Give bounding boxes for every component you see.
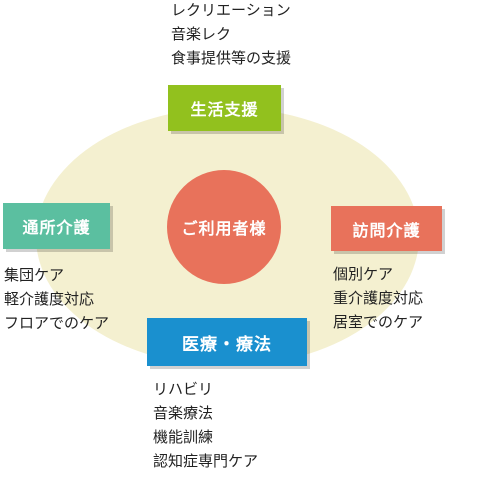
category-label: 訪問介護 [352, 220, 421, 240]
day-care-list: 集団ケア 軽介護度対応 フロアでのケア [4, 263, 109, 335]
list-item: 重介護度対応 [333, 289, 424, 307]
lifestyle-support-list: レクリエーション 音楽レク 食事提供等の支援 [171, 0, 291, 70]
category-box-day-care: 通所介護 [3, 203, 110, 249]
list-item: 音楽レク [171, 25, 232, 43]
list-item: リハビリ [153, 380, 214, 398]
category-label: 医療・療法 [182, 334, 272, 355]
home-care-list: 個別ケア 重介護度対応 居室でのケア [333, 262, 423, 334]
list-item: 認知症専門ケア [153, 452, 259, 470]
category-box-medical-therapy: 医療・療法 [147, 318, 307, 366]
list-item: 音楽療法 [153, 404, 214, 422]
category-box-lifestyle-support: 生活支援 [168, 85, 281, 131]
list-item: 機能訓練 [153, 428, 214, 446]
list-item: 軽介護度対応 [4, 290, 95, 308]
list-item: レクリエーション [171, 1, 291, 19]
list-item: フロアでのケア [4, 314, 110, 332]
list-item: 居室でのケア [333, 313, 424, 331]
category-label: 生活支援 [190, 100, 259, 119]
medical-therapy-list: リハビリ 音楽療法 機能訓練 認知症専門ケア [153, 377, 258, 473]
list-item: 食事提供等の支援 [171, 49, 292, 67]
list-item: 集団ケア [4, 266, 65, 284]
category-box-home-care: 訪問介護 [331, 206, 442, 251]
list-item: 個別ケア [333, 265, 394, 283]
category-label: 通所介護 [22, 218, 91, 237]
center-label: ご利用者様 [181, 219, 267, 238]
center-circle-user: ご利用者様 [167, 170, 281, 284]
